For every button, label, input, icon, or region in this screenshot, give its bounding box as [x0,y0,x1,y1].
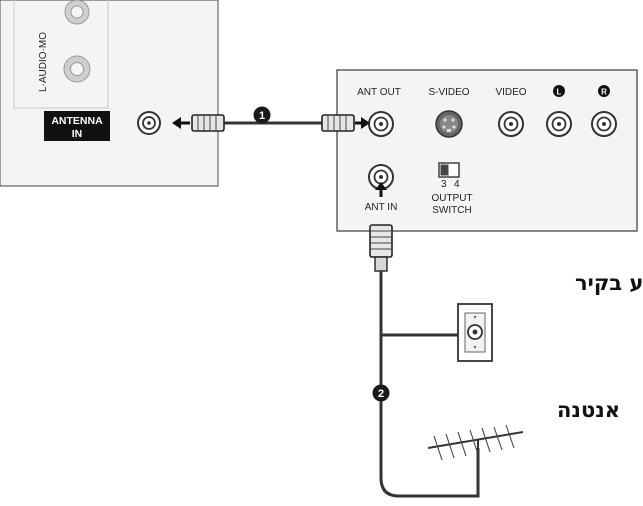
tv-back-panel: L·AUDIO·MO ANTENNA IN [0,0,219,187]
output-switch-label-line2: SWITCH [432,205,471,216]
step-1-badge: 1 [253,106,271,124]
video-label: VIDEO [495,87,526,98]
svg-text:2: 2 [378,388,384,400]
cable-1: 1 [172,106,370,132]
antenna-icon [427,424,524,461]
cable-1-plug-device [321,114,355,132]
wall-jack-label: שקע בקיר [575,271,643,295]
device-back-panel: ANT OUT S-VIDEO VIDEO L R [336,69,638,232]
antenna-in-label-line1: ANTENNA [51,115,103,127]
ant-in-jack [368,164,394,190]
tv-panel-body [0,0,219,187]
device-panel-body [336,69,638,232]
tv-jack-bottom [63,55,91,83]
cable-2-wire [379,271,480,498]
cable-1-plug-tv [191,114,225,132]
tv-jack-top [64,0,90,25]
s-video-label: S-VIDEO [428,87,469,98]
arrow-right-icon [355,117,370,129]
svg-text:1: 1 [259,110,265,122]
video-jack [498,111,524,137]
ant-in-label: ANT IN [365,202,398,213]
left-channel-badge: L [553,85,565,97]
arrow-up-icon [375,182,387,197]
step-2-badge: 2 [372,384,390,402]
audio-right-jack [591,111,617,137]
svg-text:L: L [557,88,562,97]
ant-out-label: ANT OUT [357,87,401,98]
antenna-in-badge [44,111,110,141]
tv-antenna-in-jack [137,111,161,135]
cable-2-plug [369,224,393,272]
tv-audio-inset [13,0,109,109]
wall-jack [457,303,493,362]
switch-mark-3: 3 [441,179,447,190]
ant-out-jack [368,111,394,137]
antenna-label: אנטנה [557,398,620,422]
output-switch [438,162,460,178]
audio-left-jack [546,111,572,137]
tv-side-text: L·AUDIO·MO [38,32,49,92]
switch-mark-4: 4 [454,179,460,190]
right-channel-badge: R [598,85,610,97]
s-video-jack [435,110,463,138]
svg-text:R: R [601,88,607,97]
antenna-in-label-line2: IN [72,128,83,140]
arrow-left-icon [172,117,190,129]
cable-2: 2 [369,224,480,498]
output-switch-label-line1: OUTPUT [431,193,472,204]
